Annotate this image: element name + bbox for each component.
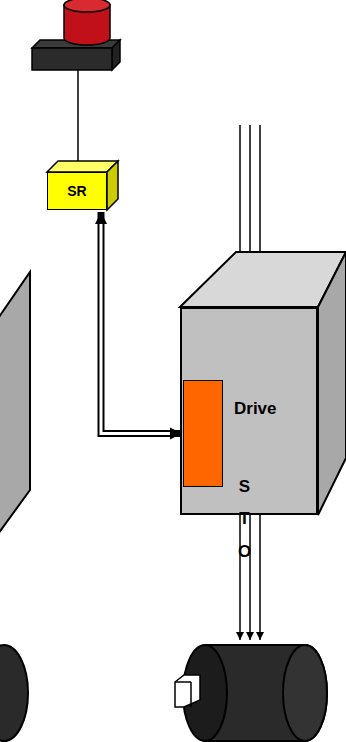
relay-top-face [47, 161, 118, 172]
connector-outline [101, 212, 182, 434]
emergency-stop-button [32, 0, 120, 70]
motor-line [259, 515, 261, 640]
button-base-side [112, 40, 120, 70]
button-signal-line [77, 70, 79, 170]
vertical-label: S T O [236, 471, 253, 568]
motor-line [249, 515, 251, 640]
supply-line [239, 125, 241, 264]
button-cap-top [64, 0, 110, 12]
motor-shaft-edge [175, 681, 191, 683]
safety-relay-box: SR [47, 172, 107, 210]
supply-line [259, 125, 261, 264]
motor-shaft-edge [190, 682, 192, 707]
sto-module: S T O [183, 380, 223, 487]
motor [175, 645, 327, 741]
supply-lines [240, 125, 260, 264]
box-label: SR [67, 183, 86, 199]
motor-end [283, 645, 327, 741]
second-drive-side [0, 272, 30, 545]
supply-line [249, 125, 251, 264]
motor-lines [240, 515, 260, 640]
motor-line [239, 515, 241, 640]
button-base-front [32, 48, 112, 70]
motor-shaft [175, 675, 200, 707]
second-motor [0, 645, 28, 741]
drive-box: Drive S T O [180, 307, 318, 515]
signal-connector [101, 212, 182, 434]
box-label: Drive [234, 399, 277, 419]
connector-inner [101, 224, 170, 434]
relay-side-face [107, 161, 118, 210]
drive-side-face [318, 252, 346, 515]
